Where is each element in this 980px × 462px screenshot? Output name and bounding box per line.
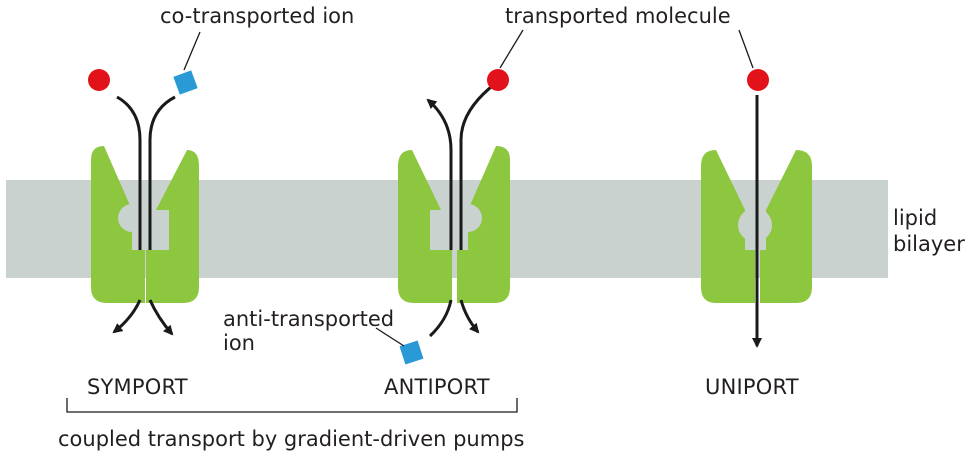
antiport-protein xyxy=(398,146,510,303)
coupled-bracket xyxy=(66,398,518,413)
symport-arrow-right xyxy=(148,299,174,336)
antiport-ion xyxy=(399,340,424,365)
anti-transported-ion-label: anti-transported ion xyxy=(223,307,395,355)
leader-co-transported xyxy=(183,31,201,71)
antiport-label: ANTIPORT xyxy=(384,375,490,399)
leader-uniport-molecule xyxy=(738,29,754,69)
symport-protein xyxy=(91,146,199,303)
uniport-label: UNIPORT xyxy=(705,375,799,399)
leader-anti-transported xyxy=(375,327,405,347)
coupled-transport-label: coupled transport by gradient-driven pum… xyxy=(58,427,525,451)
transported-molecule-label: transported molecule xyxy=(505,4,731,28)
antiport-arrow-up xyxy=(426,98,453,250)
symport-molecule xyxy=(88,69,110,91)
co-transported-ion-label: co-transported ion xyxy=(160,4,355,28)
symport-paths xyxy=(112,95,176,336)
symport-arrow-left xyxy=(112,299,142,334)
antiport-arrow-down xyxy=(459,299,480,334)
symport-label: SYMPORT xyxy=(87,375,188,399)
symport-ion xyxy=(173,70,198,95)
antiport-paths xyxy=(426,81,497,338)
leader-transported-molecule xyxy=(499,29,524,69)
lipid-bilayer-label: lipid bilayer xyxy=(893,206,965,256)
uniport-protein xyxy=(701,150,812,303)
antiport-molecule xyxy=(487,69,509,91)
uniport-molecule xyxy=(747,69,769,91)
